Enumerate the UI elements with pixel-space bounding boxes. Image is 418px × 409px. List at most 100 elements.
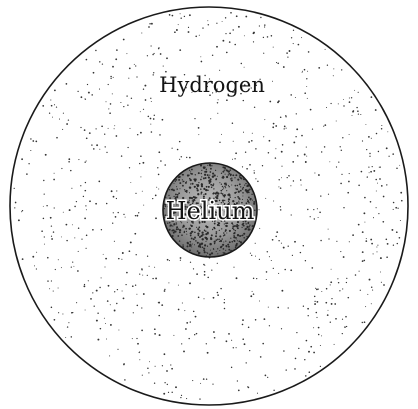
speckle-dot [224,299,225,300]
speckle-dot [365,124,366,125]
speckle-dot [172,148,173,149]
speckle-dot [90,298,92,300]
speckle-dot [212,229,213,230]
speckle-dot [106,152,107,153]
speckle-dot [228,249,230,251]
speckle-dot [145,99,147,101]
speckle-dot [199,35,200,36]
speckle-dot [142,275,143,276]
speckle-dot [194,237,196,239]
speckle-dot [280,209,282,211]
speckle-dot [362,231,364,233]
speckle-dot [109,355,110,356]
speckle-dot [242,324,244,326]
speckle-dot [164,290,166,292]
speckle-dot [265,198,266,199]
speckle-dot [396,231,398,233]
speckle-dot [140,111,141,112]
speckle-dot [184,16,185,17]
speckle-dot [239,176,241,178]
speckle-dot [340,146,341,147]
speckle-dot [230,250,232,252]
speckle-dot [126,272,128,274]
speckle-dot [99,61,100,62]
speckle-dot [313,327,314,328]
speckle-dot [175,179,177,181]
speckle-dot [379,167,380,168]
speckle-dot [310,216,311,217]
speckle-dot [234,232,236,234]
speckle-dot [135,285,136,286]
speckle-dot [314,172,315,173]
speckle-dot [240,190,242,192]
speckle-dot [172,15,174,17]
speckle-dot [134,64,135,65]
speckle-dot [180,13,181,14]
speckle-dot [304,69,306,71]
speckle-dot [219,142,220,143]
speckle-dot [61,168,62,169]
speckle-dot [188,228,190,230]
speckle-dot [203,167,205,169]
speckle-dot [189,282,191,284]
speckle-dot [383,284,385,286]
speckle-dot [381,125,382,126]
speckle-dot [233,267,234,268]
speckle-dot [278,179,279,180]
speckle-dot [68,119,69,120]
speckle-dot [186,322,188,324]
speckle-dot [149,361,150,362]
speckle-dot [190,183,191,184]
speckle-dot [169,260,170,261]
speckle-dot [217,239,219,241]
speckle-dot [22,210,23,211]
speckle-dot [196,333,198,335]
speckle-dot [397,243,398,244]
speckle-dot [288,175,290,177]
speckle-dot [47,257,49,259]
speckle-dot [236,188,238,190]
speckle-dot [242,166,243,167]
speckle-dot [83,285,85,287]
speckle-dot [129,250,131,252]
speckle-dot [373,253,374,254]
speckle-dot [181,156,182,157]
speckle-dot [399,237,401,239]
speckle-dot [281,243,282,244]
speckle-dot [351,97,352,98]
speckle-dot [142,375,143,376]
speckle-dot [220,190,222,192]
speckle-dot [97,312,98,313]
speckle-dot [56,107,57,108]
speckle-dot [147,256,148,257]
speckle-dot [275,148,276,149]
speckle-dot [220,236,222,238]
speckle-dot [282,144,284,146]
speckle-dot [232,174,234,176]
speckle-dot [114,128,115,129]
speckle-dot [43,180,44,181]
speckle-dot [289,50,291,52]
speckle-dot [283,247,285,249]
speckle-dot [308,351,310,353]
speckle-dot [233,141,234,142]
speckle-dot [237,185,238,186]
speckle-dot [187,174,189,176]
speckle-dot [320,240,322,242]
speckle-dot [349,173,350,174]
speckle-dot [327,65,328,66]
speckle-dot [63,212,64,213]
speckle-dot [214,241,215,242]
speckle-dot [154,328,156,330]
speckle-dot [263,53,264,54]
speckle-dot [198,172,200,174]
speckle-dot [215,170,216,171]
speckle-dot [310,346,312,348]
speckle-dot [216,46,218,48]
speckle-dot [91,94,93,96]
speckle-dot [123,214,124,215]
speckle-dot [365,306,366,307]
speckle-dot [108,285,110,287]
speckle-dot [200,56,201,57]
speckle-dot [78,159,79,160]
